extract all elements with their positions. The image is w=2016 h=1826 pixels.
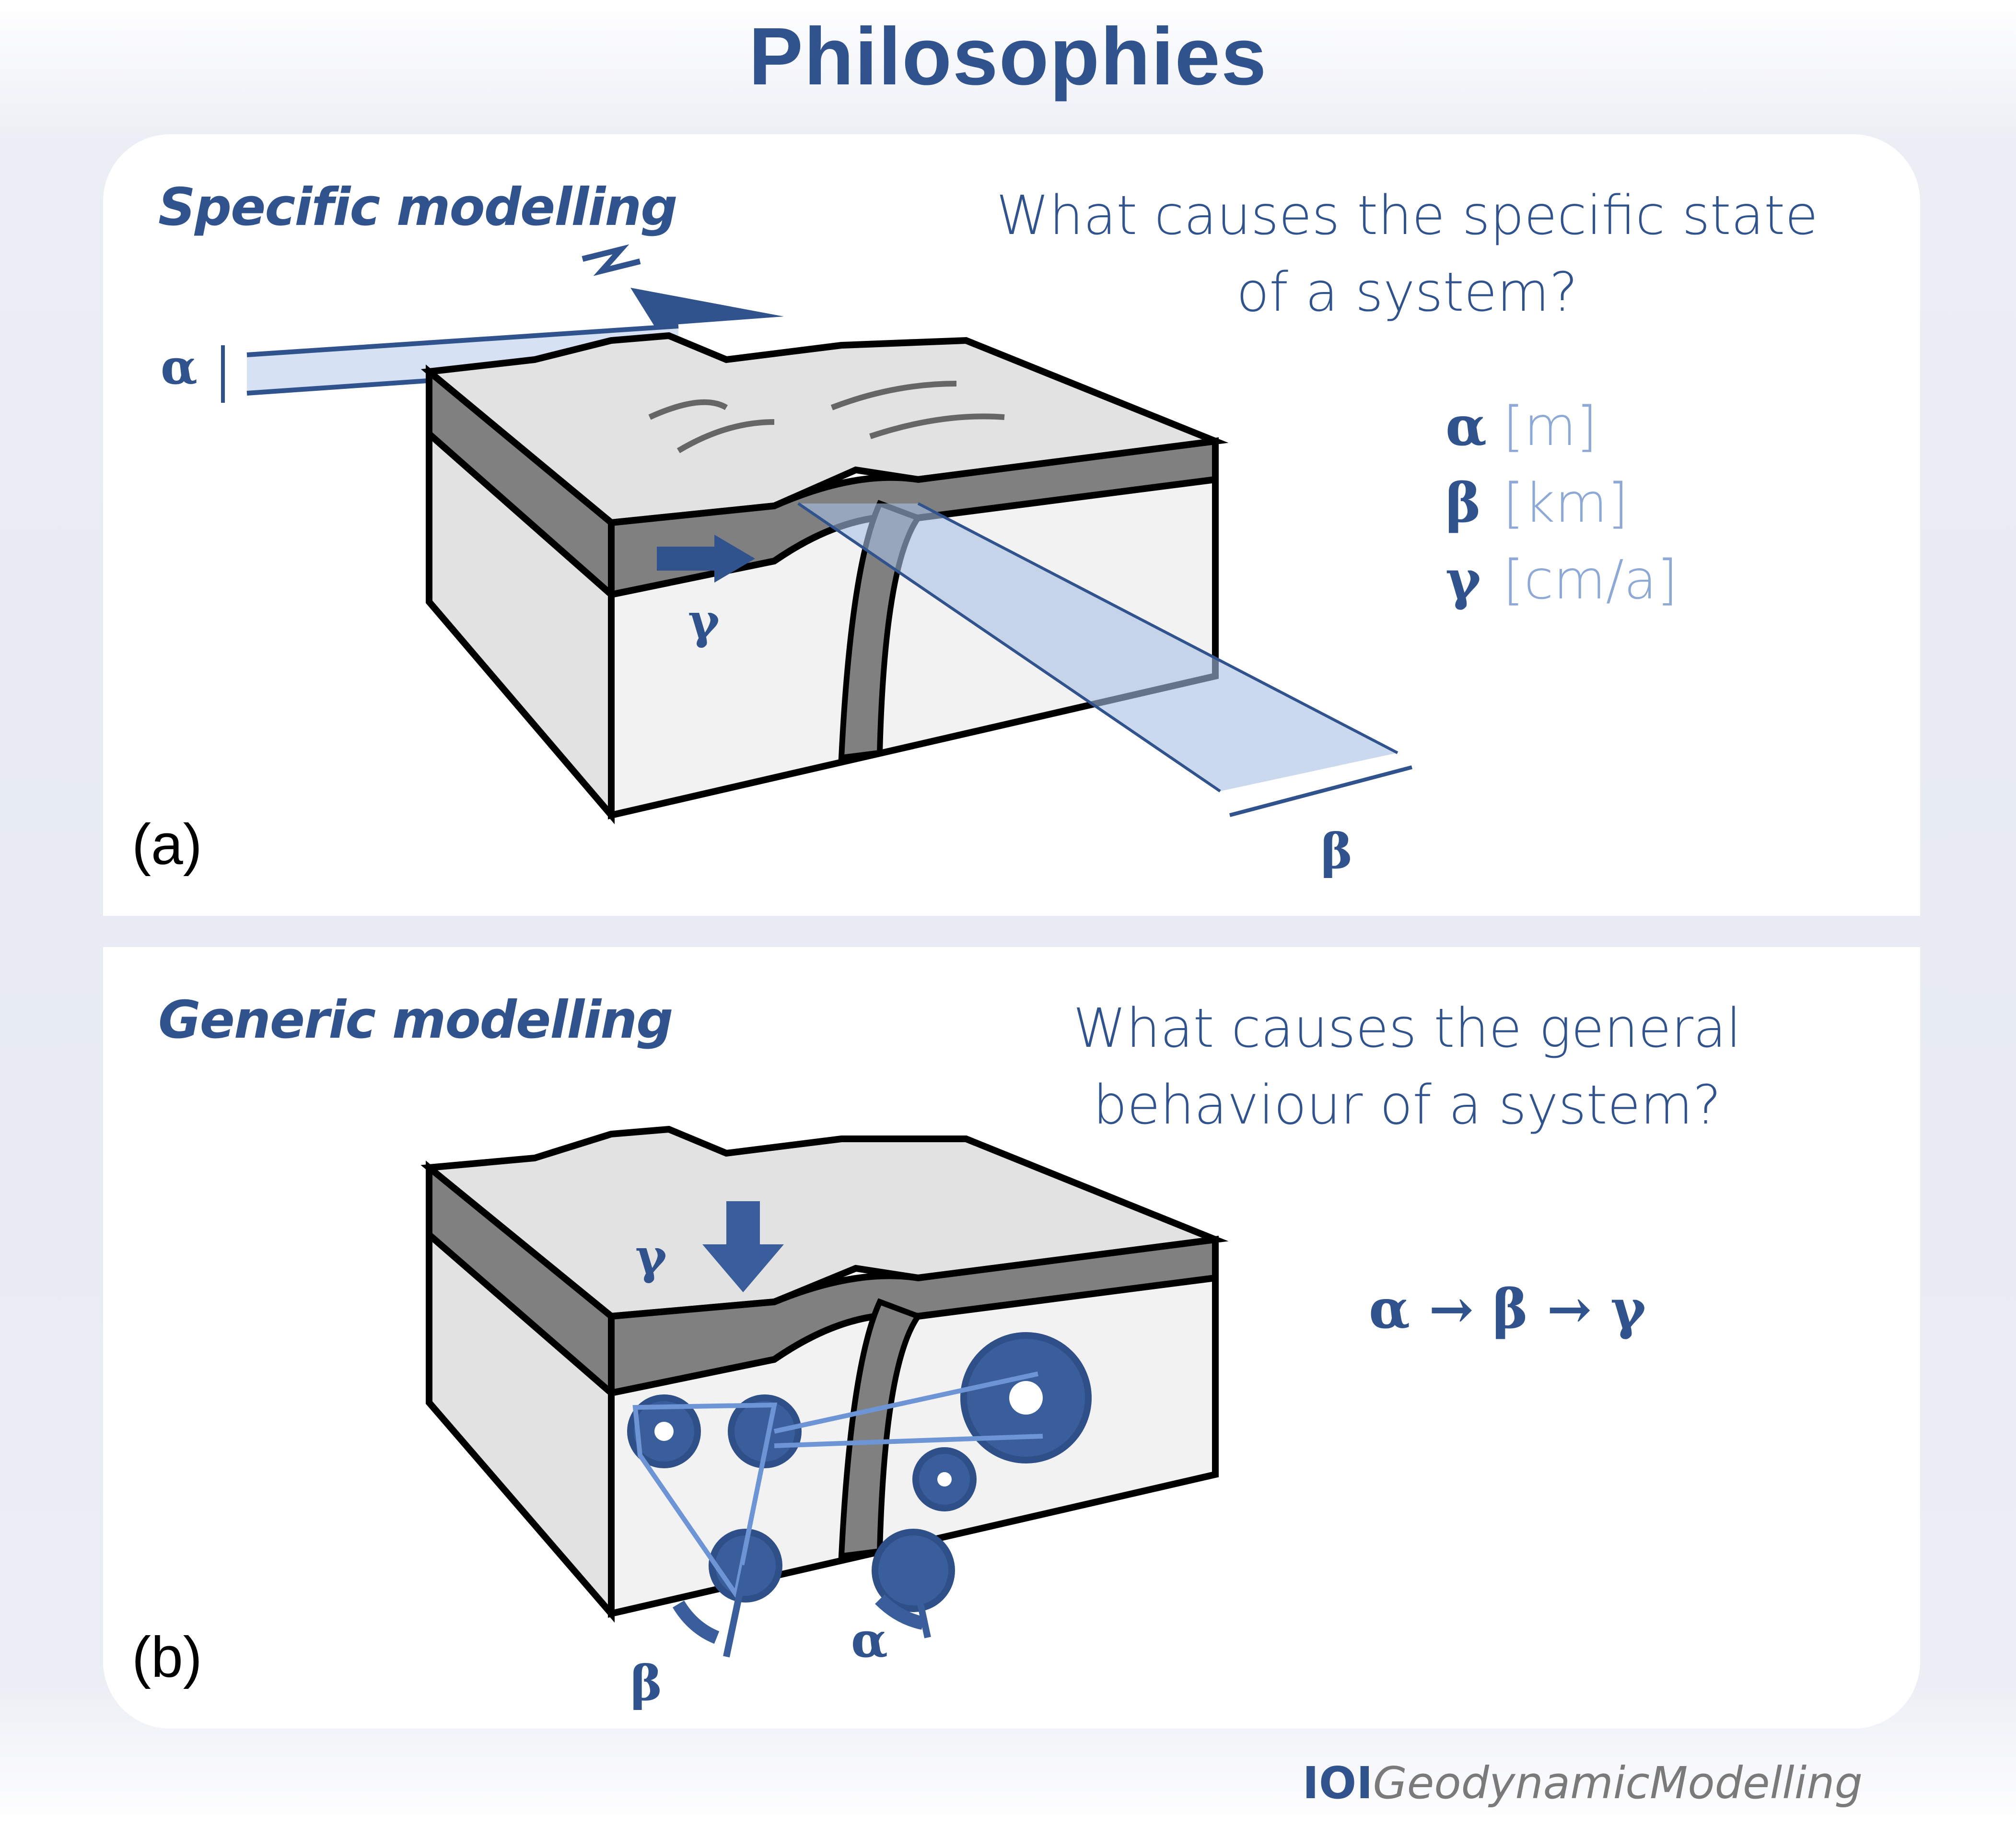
- fault-motion-arrow-icon: [630, 288, 784, 326]
- subduction-slab: [838, 1298, 923, 1559]
- panel-b-label: (b): [132, 1625, 202, 1689]
- panel-a-heading: Specific modelling: [158, 177, 678, 237]
- beta-label: β: [1321, 823, 1352, 879]
- gamma-label: γ: [635, 1228, 667, 1285]
- beta-distance-band: [798, 503, 1398, 791]
- fault-sense-icon: [582, 244, 641, 276]
- gamma-label: γ: [688, 593, 720, 649]
- alpha-rotation-arrow-icon: [875, 1594, 925, 1630]
- beta-label: β: [630, 1655, 662, 1711]
- panel-a-label: (a): [132, 812, 202, 877]
- beta-crank-handle: [723, 1565, 749, 1658]
- gamma-downward-arrow-icon: [702, 1201, 784, 1292]
- panel-specific-modelling: Specific modelling What causes the speci…: [103, 134, 1920, 916]
- alpha-label: α: [161, 339, 198, 395]
- alpha-elevation-band: [247, 328, 678, 393]
- panel-b-question: What causes the general behaviour of a s…: [1073, 997, 1741, 1136]
- gamma-velocity-arrow-icon: [657, 535, 755, 583]
- parameter-alpha: α[m]: [1445, 395, 1597, 458]
- parameter-beta: β[km]: [1445, 472, 1629, 535]
- specific-block-diagram: α β γ: [161, 244, 1413, 879]
- parameter-units-list: α[m] β[km] γ[cm/a]: [1445, 388, 1678, 619]
- causal-chain: α → β → γ: [1369, 1278, 1646, 1341]
- gear-belt: [632, 1402, 778, 1601]
- footer-branding: IOIGeodynamicModelling: [1303, 1757, 1863, 1809]
- alpha-label: α: [851, 1612, 888, 1668]
- panel-a-question: What causes the specific state of a syst…: [996, 185, 1818, 324]
- brand-logo-icon: IOI: [1302, 1757, 1373, 1809]
- beta-rotation-arrow-icon: [672, 1600, 720, 1644]
- gear-icon: [728, 1394, 802, 1468]
- panel-generic-modelling: Generic modelling What causes the genera…: [103, 947, 1920, 1729]
- brand-name: GeodynamicModelling: [1373, 1757, 1863, 1809]
- generic-block-diagram: γ β α: [420, 1125, 1229, 1711]
- page-title: Philosophies: [748, 11, 1268, 102]
- beta-double-arrow-icon: [1229, 765, 1413, 817]
- alpha-crank-handle: [910, 1569, 931, 1639]
- parameter-gamma: γ[cm/a]: [1445, 549, 1678, 611]
- panel-b-heading: Generic modelling: [158, 990, 673, 1050]
